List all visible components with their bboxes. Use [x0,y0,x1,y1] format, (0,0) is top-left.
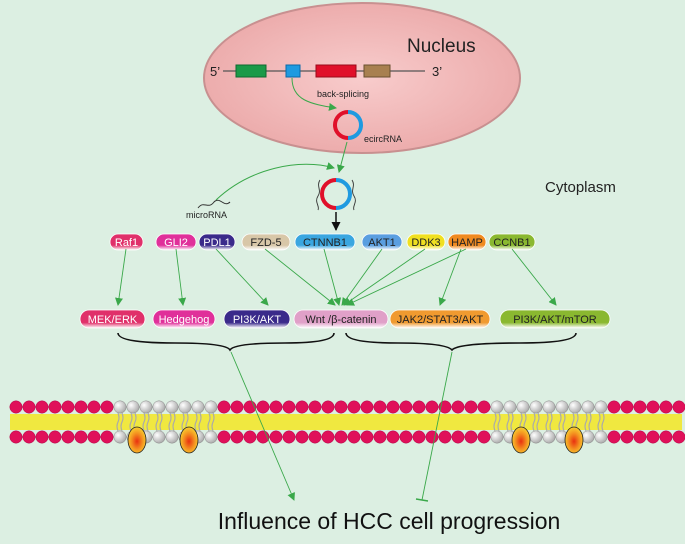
cytoplasmic-ecircrna [316,178,356,211]
microrna-arrow [215,162,335,201]
export-arrow [336,141,348,173]
target-hamp-shape [447,233,487,251]
nucleus-shape [203,2,521,154]
target-fzd-5: FZD-5 [250,237,281,249]
pathway-pi3k-akt-shape [223,309,291,329]
cytoplasm-label: Cytoplasm [545,179,616,196]
target-raf1: Raf1 [115,237,138,249]
outcome-label: Influence of HCC cell progression [218,508,561,534]
target-ccnb1: CCNB1 [493,237,530,249]
pathway-hedgehog-shape [152,309,216,329]
exon-red [315,64,357,78]
exon-brown [363,64,391,78]
target-ctnnb1-shape [294,233,356,251]
pathway-jak2-stat3-akt-shape [389,309,491,329]
pathway-mek-erk-shape [79,309,146,329]
pathway-jak2-stat3-akt: JAK2/STAT3/AKT [397,314,484,326]
pathway-pills: MEK/ERK Hedgehog PI3K/AKT Wnt /β-catenin JAK… [79,309,611,329]
five-prime-label: 5’ [210,64,220,79]
left-brace [117,332,335,352]
microrna-label: microRNA [186,210,227,220]
outcome-arrow-left [230,351,295,501]
exon-green [235,64,267,78]
outcome-inhibit-right [421,351,453,501]
target-ddk3: DDK3 [411,237,440,249]
back-splicing-arrow [291,77,337,111]
target-raf1-shape [109,233,144,251]
target-ddk3-shape [406,233,446,251]
ecircrna-circle [333,110,363,140]
nucleus-label: Nucleus [407,36,476,57]
target-pills: Raf1 GLI2 PDL1 FZD-5 CTNNB1 AKT1 DDK3 HAMP CCNB1 [109,233,536,251]
back-splicing-label: back-splicing [317,89,369,99]
cell-membrane [9,400,685,454]
target-akt1-shape [361,233,403,251]
target-ccnb1-shape [488,233,536,251]
ecircrna-label: ecircRNA [364,134,402,144]
target-akt1: AKT1 [368,237,396,249]
pathway-wnt-catenin: Wnt /β-catenin [305,314,376,326]
pathway-pi3k-akt: PI3K/AKT [233,314,282,326]
three-prime-label: 3’ [432,64,442,79]
microrna-squiggle [197,199,231,209]
target-pdl1: PDL1 [203,237,231,249]
pathway-mek-erk: MEK/ERK [88,314,138,326]
outcome-inhibit-bar [415,498,429,502]
pathway-pi3k-akt-mtor: PI3K/AKT/mTOR [513,314,597,326]
pathway-pi3k-akt-mtor-shape [499,309,611,329]
pathway-hedgehog: Hedgehog [159,314,210,326]
right-brace [345,332,577,352]
target-pathway-arrows [115,248,557,306]
target-ctnnb1: CTNNB1 [303,237,347,249]
target-gli2: GLI2 [164,237,188,249]
exon-blue [285,64,301,78]
pathway-wnt-catenin-shape [293,309,389,329]
target-hamp: HAMP [451,237,483,249]
